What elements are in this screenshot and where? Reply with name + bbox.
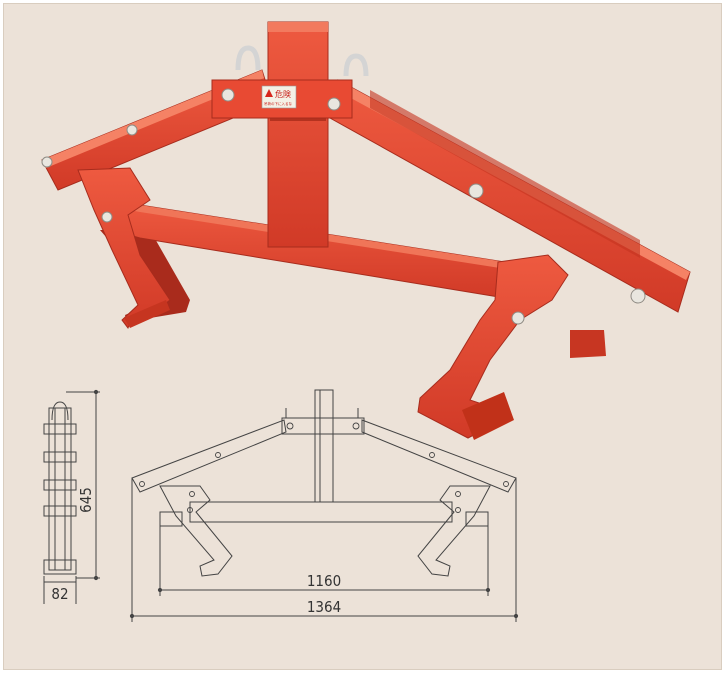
- bolt-icon: [327, 97, 341, 111]
- bolt-icon: [468, 183, 484, 199]
- side-bracket: [43, 479, 77, 491]
- bolt-icon: [352, 422, 360, 430]
- height-dimension: 645: [77, 487, 95, 513]
- side-bracket: [43, 505, 77, 517]
- post-top: [268, 22, 328, 32]
- lifting-eye-right: [343, 53, 369, 77]
- front-block: [465, 511, 489, 527]
- front-view-drawing: [129, 389, 519, 622]
- front-bolts: [139, 422, 509, 513]
- clamp-photo: 危険 吊荷の下に入るな: [41, 21, 691, 440]
- side-view-drawing: [43, 389, 100, 604]
- bolt-icon: [455, 507, 461, 513]
- side-foot: [43, 559, 77, 575]
- dim-dot: [485, 587, 491, 593]
- bolt-icon: [41, 156, 53, 168]
- vertical-post: [267, 21, 329, 248]
- bolt-icon: [187, 507, 193, 513]
- bolt-icon: [286, 422, 294, 430]
- side-eye: [51, 401, 69, 421]
- dim-dot: [129, 613, 135, 619]
- front-post: [314, 389, 334, 503]
- overall-span-dimension: 1364: [307, 598, 341, 616]
- bolt-icon: [101, 211, 113, 223]
- warning-sub-label: 吊荷の下に入るな: [264, 101, 292, 106]
- left-jaw-pad: [124, 300, 170, 328]
- left-arm-top: [42, 70, 264, 168]
- bolt-icon: [455, 491, 461, 497]
- side-bracket: [43, 423, 77, 435]
- right-jaw-pad: [462, 392, 514, 440]
- bolt-icon: [139, 481, 145, 487]
- side-bracket: [43, 451, 77, 463]
- bolts: [41, 88, 646, 325]
- warning-triangle-icon: [265, 89, 273, 97]
- front-right-arm: [361, 419, 517, 493]
- front-left-jaw: [159, 485, 233, 577]
- inner-span-dimension: 1160: [307, 572, 341, 590]
- bolt-icon: [503, 481, 509, 487]
- bolt-icon: [630, 288, 646, 304]
- dim-dot: [93, 575, 99, 581]
- lifting-eye-left: [235, 45, 261, 71]
- dim-dot: [157, 587, 163, 593]
- bolt-icon: [189, 491, 195, 497]
- dim-dot: [93, 389, 99, 395]
- front-lower-beam: [189, 501, 453, 523]
- side-width-dimension: 82: [51, 585, 68, 603]
- front-left-arm: [131, 419, 287, 493]
- warning-label: 危険: [275, 89, 291, 99]
- front-block: [159, 511, 183, 527]
- side-post: [48, 407, 72, 571]
- bolt-icon: [215, 452, 221, 458]
- bolt-icon: [221, 88, 235, 102]
- bolt-icon: [429, 452, 435, 458]
- right-jaw-back: [570, 330, 606, 358]
- bolt-icon: [126, 124, 138, 136]
- warning-sticker: [261, 85, 297, 109]
- dim-dot: [513, 613, 519, 619]
- front-top-plate: [281, 417, 365, 435]
- bolt-icon: [511, 311, 525, 325]
- right-arm-back: [370, 90, 640, 258]
- front-right-jaw: [417, 485, 491, 577]
